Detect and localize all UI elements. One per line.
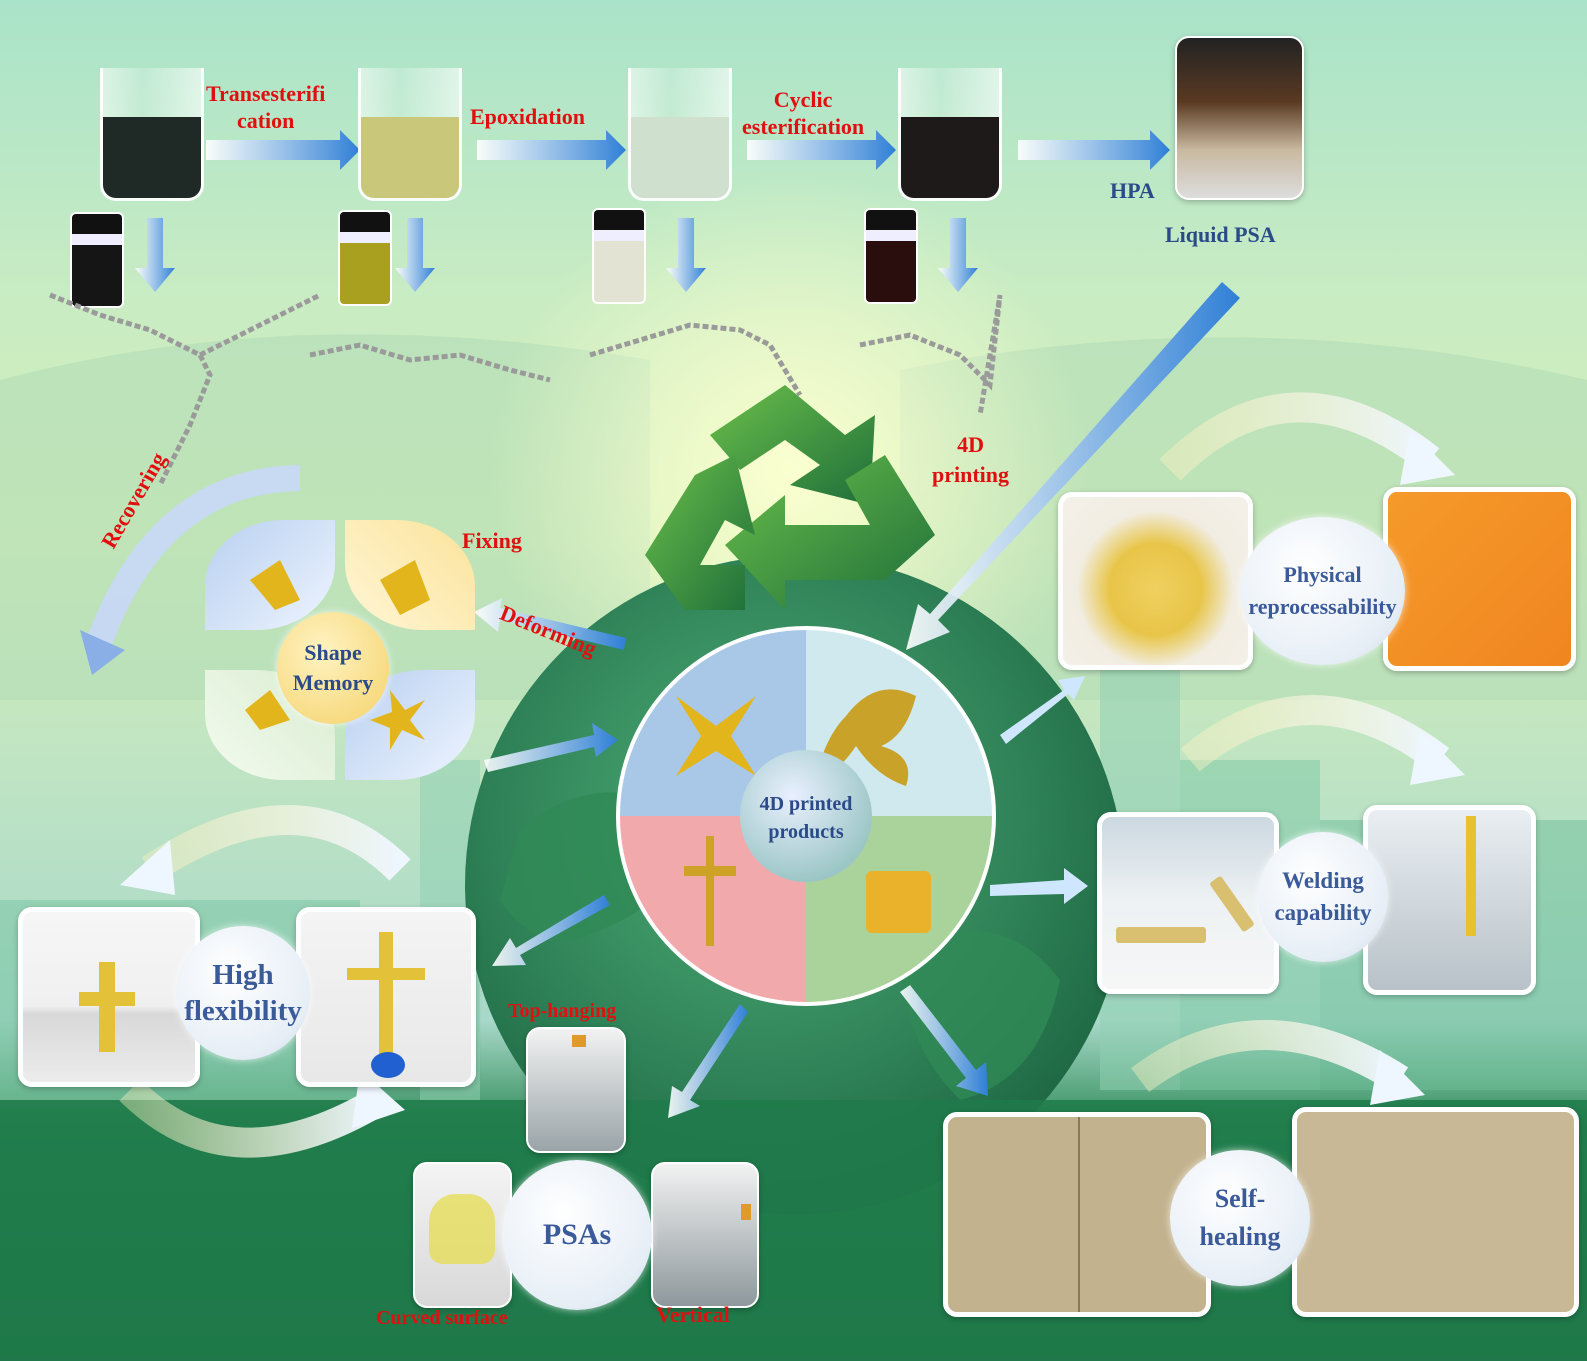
label-fixing: Fixing <box>462 528 522 553</box>
label-flexibility: High flexibility <box>176 926 310 1060</box>
center-label: 4D printed products <box>759 793 853 843</box>
label-self-healing: Self- healing <box>1170 1150 1310 1286</box>
vial-oil <box>70 212 124 308</box>
photo-healed-sample <box>1292 1107 1579 1317</box>
label-curved-surface: Curved surface <box>376 1307 508 1329</box>
step-cyclic-esterification: Cyclic esterification <box>742 87 865 139</box>
label-4d-printing: 4D printing <box>932 432 1010 487</box>
step-epoxidation: Epoxidation <box>470 104 585 129</box>
label-vertical: Vertical <box>656 1302 730 1327</box>
label-psas: PSAs <box>502 1160 652 1310</box>
label-welding: Welding capability <box>1258 832 1388 962</box>
label-physical: Physical reprocessability <box>1240 517 1405 665</box>
shape-memory-center: Shape Memory <box>277 612 389 724</box>
label-liquid-psa: Liquid PSA <box>1165 222 1276 247</box>
photo-cut-sample <box>943 1112 1211 1317</box>
vial-ester <box>338 210 392 306</box>
beaker-cyclic <box>898 68 1002 201</box>
molecule-structures <box>49 292 1003 487</box>
recycle-icon <box>645 385 935 610</box>
photo-top-hanging <box>526 1027 626 1153</box>
vial-cyclic <box>864 208 918 304</box>
photo-powder <box>1058 492 1253 670</box>
liquid-psa-photo <box>1175 36 1304 200</box>
photo-curved-surface <box>413 1162 512 1308</box>
photo-vertical <box>651 1162 759 1308</box>
step-transesterification: Transesterifi cation <box>206 81 326 133</box>
vial-epoxide <box>592 208 646 304</box>
beaker-epoxide <box>628 68 732 201</box>
shape-samples <box>245 560 430 750</box>
photo-sheet <box>1383 487 1576 671</box>
photo-welding-pieces <box>1097 812 1279 994</box>
photo-welding-hang <box>1363 805 1536 995</box>
beaker-oil <box>100 68 204 201</box>
product-wheel <box>616 626 996 1006</box>
label-top-hanging: Top-hanging <box>508 1000 617 1022</box>
beaker-ester <box>358 68 462 201</box>
label-hpa: HPA <box>1110 178 1155 203</box>
photo-flex-bent <box>18 907 200 1087</box>
photo-flex-straight <box>296 907 476 1087</box>
